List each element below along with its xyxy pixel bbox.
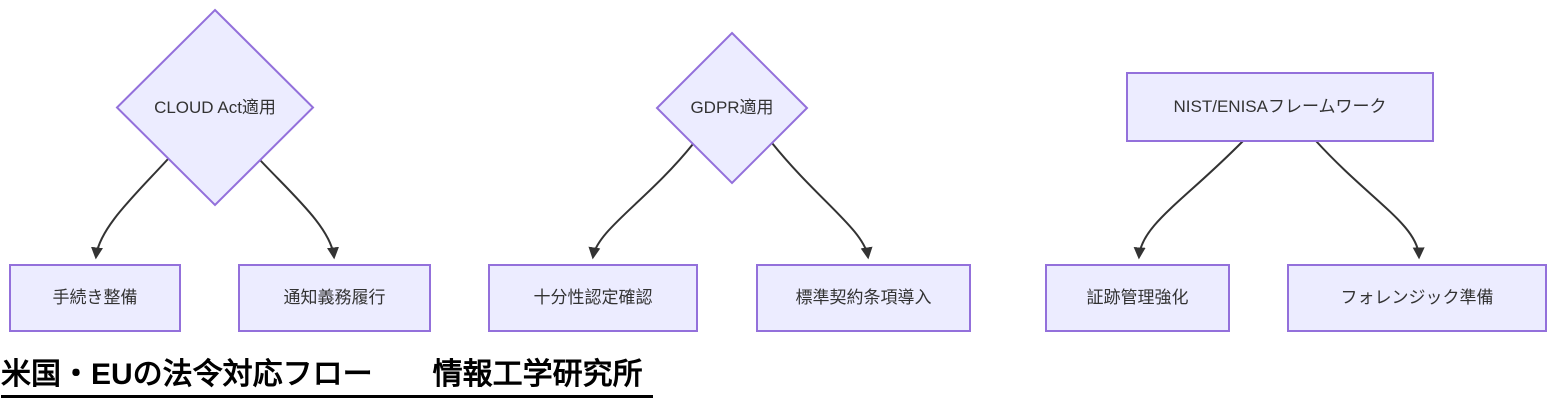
edge-nist-to-forensic-preparation [1315,140,1425,260]
edge-nist-to-evidence-management [1133,140,1244,260]
decision-cloud-act-shape [115,8,315,207]
edge-gdpr-to-scc-adoption [771,142,873,260]
decision-gdpr-shape [655,31,809,185]
node-evidence-management-shape [1045,264,1230,332]
diagram-title: 米国・EUの法令対応フロー 情報工学研究所 [1,356,653,398]
edge-cloudact-to-notification-duty [259,159,339,260]
edge-cloudact-to-procedure-setup [91,158,169,260]
node-procedure-setup-shape [9,264,181,332]
node-scc-adoption-shape [756,264,971,332]
edge-gdpr-to-adequacy-check [588,143,694,260]
node-notification-duty-shape [238,264,431,332]
node-adequacy-check-shape [488,264,698,332]
node-nist-enisa-shape [1126,72,1434,142]
node-forensic-preparation-shape [1287,264,1547,332]
